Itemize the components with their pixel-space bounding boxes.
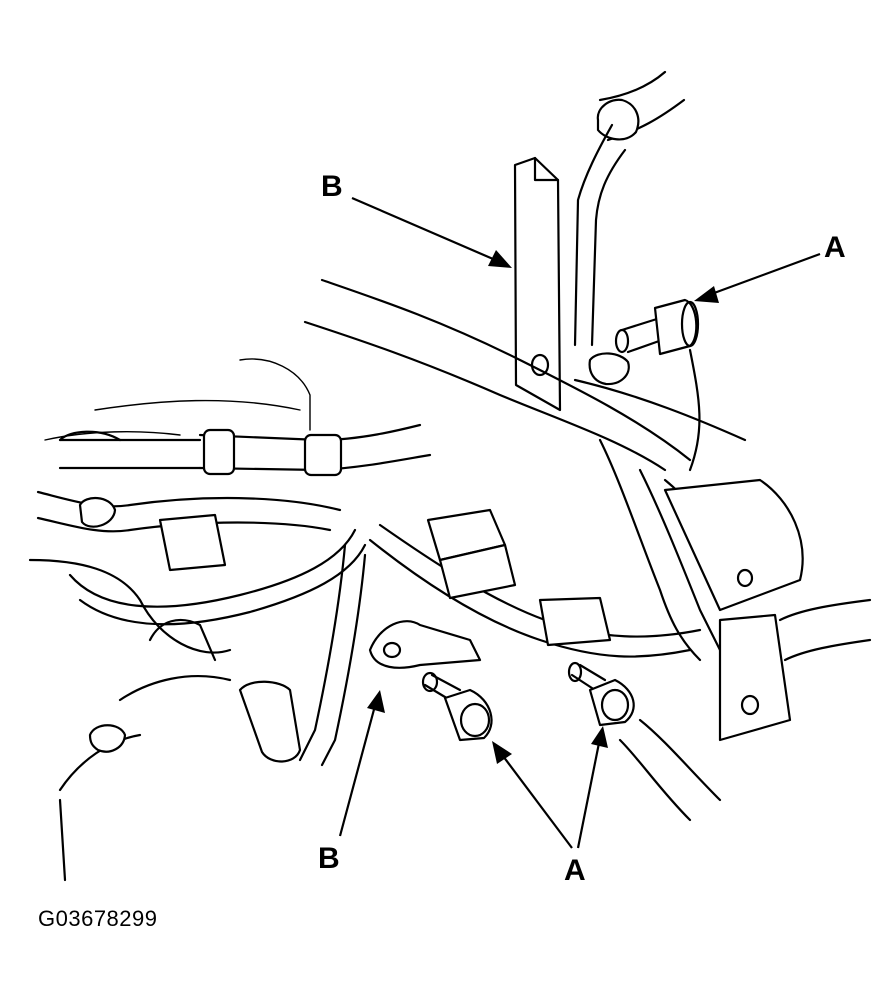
engine-block <box>28 358 311 882</box>
wiring-harness-center <box>238 543 367 767</box>
callout-a-right: A <box>824 231 846 264</box>
bolt-a-bottom-right <box>567 661 635 727</box>
left-hose <box>58 423 432 477</box>
callout-a-bottom: A <box>564 854 586 887</box>
bolt-a-top <box>614 298 700 356</box>
callout-b-bottom: B <box>318 842 340 875</box>
upper-hose <box>573 70 686 386</box>
leader-arrows <box>338 196 821 849</box>
crossbar <box>303 278 747 472</box>
bolt-a-bottom-left <box>421 671 493 742</box>
bracket-b-top <box>513 156 562 412</box>
figure-id: G03678299 <box>38 906 158 931</box>
wiring-harness-left <box>36 490 367 626</box>
bracket-b-bottom <box>368 620 482 669</box>
right-housing <box>618 478 872 822</box>
connectors-center <box>158 508 612 647</box>
callout-b-top: B <box>321 170 343 203</box>
